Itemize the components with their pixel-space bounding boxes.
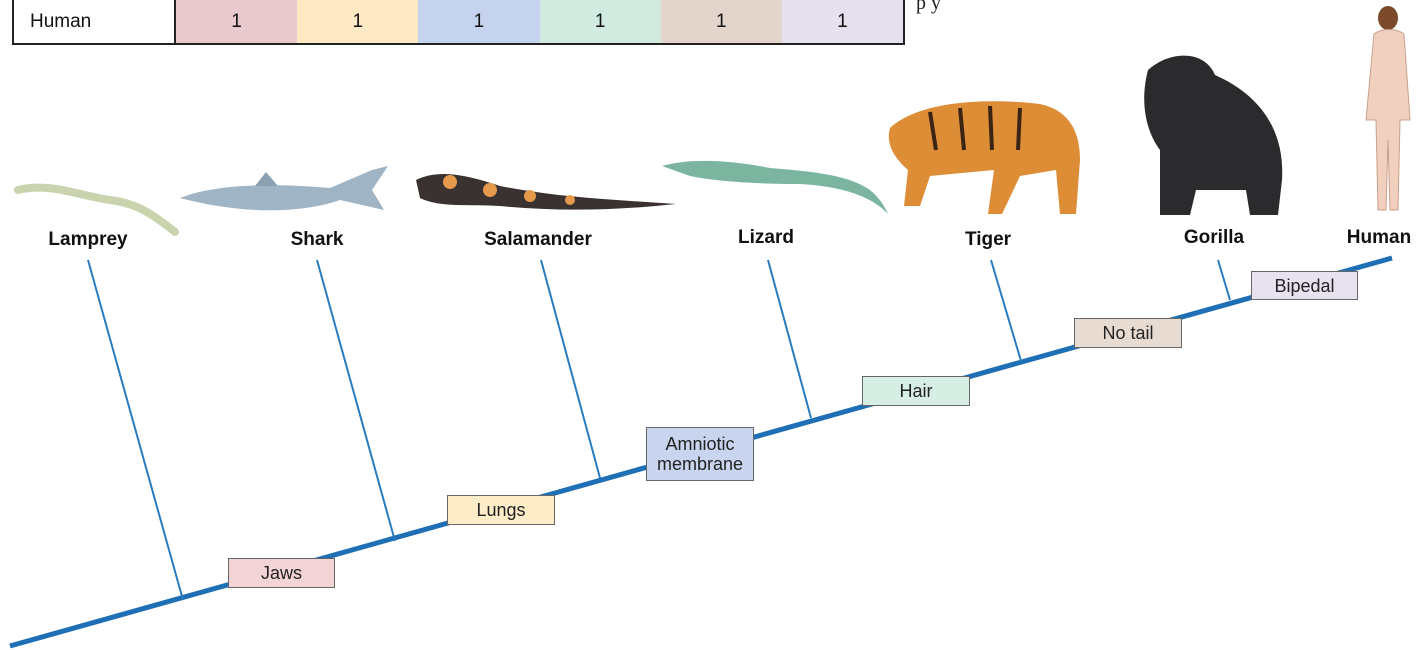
branch-gorilla bbox=[1217, 259, 1231, 301]
taxon-label-lamprey: Lamprey bbox=[48, 229, 128, 250]
taxon-label-human: Human bbox=[1346, 227, 1412, 248]
table-cell-jaws: 1 bbox=[176, 0, 298, 43]
lamprey-illustration bbox=[14, 183, 179, 236]
trait-box-amniotic-membrane: Amniotic membrane bbox=[646, 427, 754, 481]
salamander-illustration bbox=[416, 173, 676, 210]
trait-box-jaws: Jaws bbox=[228, 558, 335, 588]
character-table: Human 1 1 1 1 1 1 bbox=[12, 0, 905, 45]
taxon-label-gorilla: Gorilla bbox=[1183, 227, 1245, 248]
tiger-illustration bbox=[888, 101, 1080, 214]
trait-box-no-tail: No tail bbox=[1074, 318, 1182, 348]
branch-salamander bbox=[540, 259, 601, 479]
trait-box-bipedal: Bipedal bbox=[1251, 271, 1358, 300]
shark-illustration bbox=[180, 166, 388, 211]
branch-lamprey bbox=[87, 259, 184, 601]
taxon-label-shark: Shark bbox=[290, 229, 344, 250]
taxon-label-lizard: Lizard bbox=[738, 227, 794, 248]
table-cell-bipedal: 1 bbox=[781, 0, 904, 43]
table-cell-lungs: 1 bbox=[297, 0, 419, 43]
taxon-label-salamander: Salamander bbox=[484, 229, 592, 250]
trait-box-hair: Hair bbox=[862, 376, 970, 406]
branch-shark bbox=[316, 259, 396, 542]
gorilla-illustration bbox=[1144, 55, 1283, 215]
lizard-illustration bbox=[662, 160, 888, 214]
trait-box-lungs: Lungs bbox=[447, 495, 555, 525]
cut-off-text: p y bbox=[916, 0, 941, 14]
human-illustration bbox=[1365, 6, 1411, 211]
table-cell-hair: 1 bbox=[539, 0, 661, 43]
taxon-label-tiger: Tiger bbox=[964, 229, 1012, 250]
table-cell-no-tail: 1 bbox=[660, 0, 782, 43]
table-row-label: Human bbox=[14, 0, 176, 43]
branch-tiger bbox=[990, 259, 1022, 362]
table-cell-amniotic: 1 bbox=[418, 0, 540, 43]
branch-lizard bbox=[767, 259, 812, 419]
